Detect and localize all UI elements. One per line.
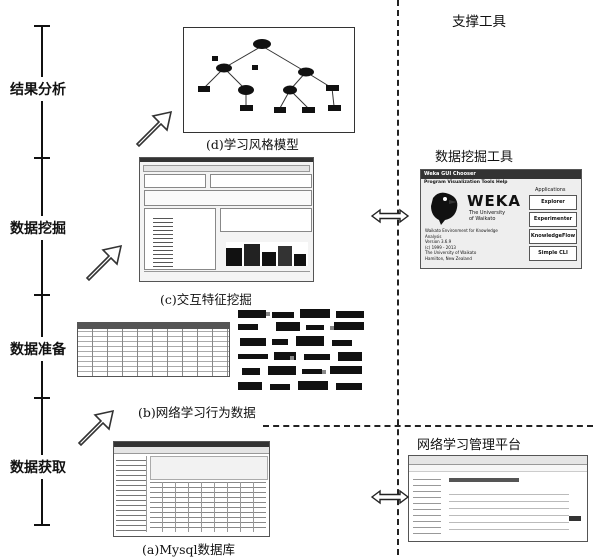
weka-info-line: Waikato Environment for Knowledge Analys… bbox=[425, 228, 515, 239]
weka-bird-icon bbox=[427, 190, 467, 226]
weka-simplecli-button[interactable]: Simple CLI bbox=[529, 246, 577, 261]
mysql-screenshot bbox=[113, 441, 270, 537]
bidirectional-arrow-platform bbox=[370, 489, 410, 505]
tools-header: 支撑工具 bbox=[452, 10, 506, 30]
behavior-data-table bbox=[77, 322, 230, 377]
caption-b: (b)网络学习行为数据 bbox=[138, 402, 256, 421]
tool-platform-title: 网络学习管理平台 bbox=[417, 434, 521, 453]
timeline-tick-bottom bbox=[34, 524, 50, 526]
divider-vertical bbox=[397, 0, 399, 555]
behavior-data-bars bbox=[236, 308, 368, 394]
timeline-tick-3 bbox=[34, 397, 50, 399]
weka-logo: WEKA bbox=[467, 192, 521, 210]
timeline-tick-top bbox=[34, 25, 50, 27]
behavior-bars-graphic bbox=[236, 308, 368, 394]
platform-screenshot bbox=[408, 455, 588, 542]
stage-data-acquisition: 数据获取 bbox=[10, 455, 66, 479]
weka-window-title: Weka GUI Chooser bbox=[424, 170, 476, 179]
tool-mining-title: 数据挖掘工具 bbox=[435, 146, 513, 165]
timeline-axis bbox=[41, 26, 43, 526]
weka-explorer-screenshot bbox=[139, 157, 314, 282]
weka-subtitle-2: of Waikato bbox=[469, 216, 495, 222]
weka-info-line: Hamilton, New Zealand bbox=[425, 256, 515, 262]
arrow-to-b bbox=[75, 407, 117, 447]
weka-knowledgeflow-button[interactable]: KnowledgeFlow bbox=[529, 229, 577, 244]
weka-explorer-button[interactable]: Explorer bbox=[529, 195, 577, 210]
decision-tree-diagram bbox=[184, 28, 354, 132]
stage-result-analysis: 结果分析 bbox=[10, 77, 66, 101]
divider-horizontal bbox=[263, 425, 593, 427]
caption-c: (c)交互特征挖掘 bbox=[160, 289, 252, 308]
timeline-tick-2 bbox=[34, 294, 50, 296]
weka-applications-label: Applications bbox=[535, 187, 566, 193]
arrow-to-c bbox=[83, 242, 125, 282]
caption-a: (a)Mysql数据库 bbox=[142, 539, 235, 558]
caption-d: (d)学习风格模型 bbox=[206, 134, 299, 153]
arrow-to-d bbox=[133, 108, 175, 148]
weka-menu: Program Visualization Tools Help bbox=[424, 180, 508, 186]
timeline-tick-1 bbox=[34, 157, 50, 159]
panel-learning-style-model bbox=[183, 27, 355, 133]
weka-gui-chooser: Weka GUI Chooser Program Visualization T… bbox=[420, 169, 582, 269]
weka-experimenter-button[interactable]: Experimenter bbox=[529, 212, 577, 227]
stage-data-preparation: 数据准备 bbox=[10, 337, 66, 361]
bidirectional-arrow-mining bbox=[370, 208, 410, 224]
stage-data-mining: 数据挖掘 bbox=[10, 216, 66, 240]
